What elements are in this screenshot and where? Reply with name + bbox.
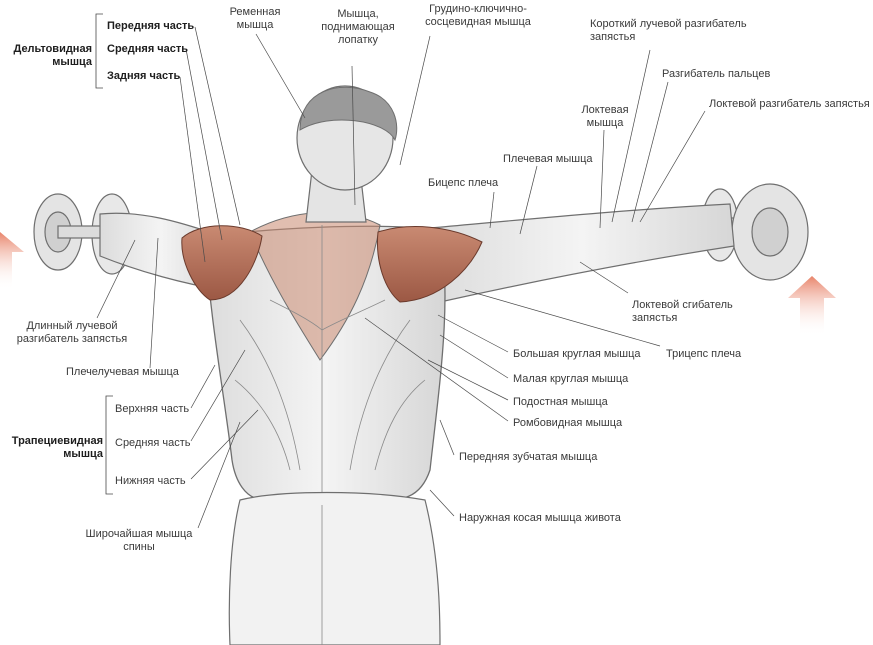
- label-brachialis: Плечевая мышца: [503, 153, 593, 165]
- label-extensor-digitorum: Разгибатель пальцев: [662, 68, 771, 80]
- deltoid-right: [376, 226, 483, 303]
- trapezius-part-lower: Нижняя часть: [115, 475, 186, 487]
- label-biceps: Бицепс плеча: [428, 177, 499, 189]
- label-splenius: Ременная мышца: [229, 6, 281, 31]
- deltoid-part-middle: Средняя часть: [107, 43, 189, 55]
- label-latissimus: Широчайшая мышца спины: [85, 528, 193, 553]
- trapezius-part-middle: Средняя часть: [115, 437, 191, 449]
- label-brachioradialis: Плечелучевая мышца: [66, 366, 179, 378]
- trapezius-group-title: Трапециевидная мышца: [11, 435, 103, 460]
- group-brackets: [95, 13, 113, 495]
- label-levator-scapulae: Мышца, поднимающая лопатку: [321, 8, 395, 46]
- label-ecr-brevis: Короткий лучевой разгибатель запястья: [590, 18, 747, 43]
- label-ecu: Локтевой разгибатель запястья: [709, 98, 870, 110]
- label-ecr-longus: Длинный лучевой разгибатель запястья: [16, 320, 128, 345]
- up-arrow-right-icon: [788, 276, 836, 336]
- leader-lines: [96, 26, 706, 529]
- label-triceps: Трицепс плеча: [666, 348, 742, 360]
- trousers: [228, 491, 441, 645]
- deltoid-group-title: Дельтовидная мышца: [13, 43, 92, 68]
- trapezius-part-upper: Верхняя часть: [115, 403, 190, 415]
- deltoid-part-front: Передняя часть: [107, 20, 195, 32]
- label-teres-major: Большая круглая мышца: [513, 348, 641, 360]
- label-sternocleidomastoid: Грудино-ключично- сосцевидная мышца: [425, 3, 531, 28]
- up-arrow-left-icon: [0, 232, 24, 290]
- hair: [299, 86, 398, 142]
- deltoid-part-rear: Задняя часть: [107, 70, 181, 82]
- label-serratus: Передняя зубчатая мышца: [459, 451, 598, 463]
- label-anconeus: Локтевая мышца: [581, 104, 629, 129]
- label-rhomboid: Ромбовидная мышца: [513, 417, 623, 429]
- torso: [204, 225, 446, 501]
- label-teres-minor: Малая круглая мышца: [513, 373, 629, 385]
- label-fcu: Локтевой сгибатель запястья: [632, 299, 733, 324]
- label-infraspinatus: Подостная мышца: [513, 396, 608, 408]
- label-external-oblique: Наружная косая мышца живота: [459, 512, 621, 524]
